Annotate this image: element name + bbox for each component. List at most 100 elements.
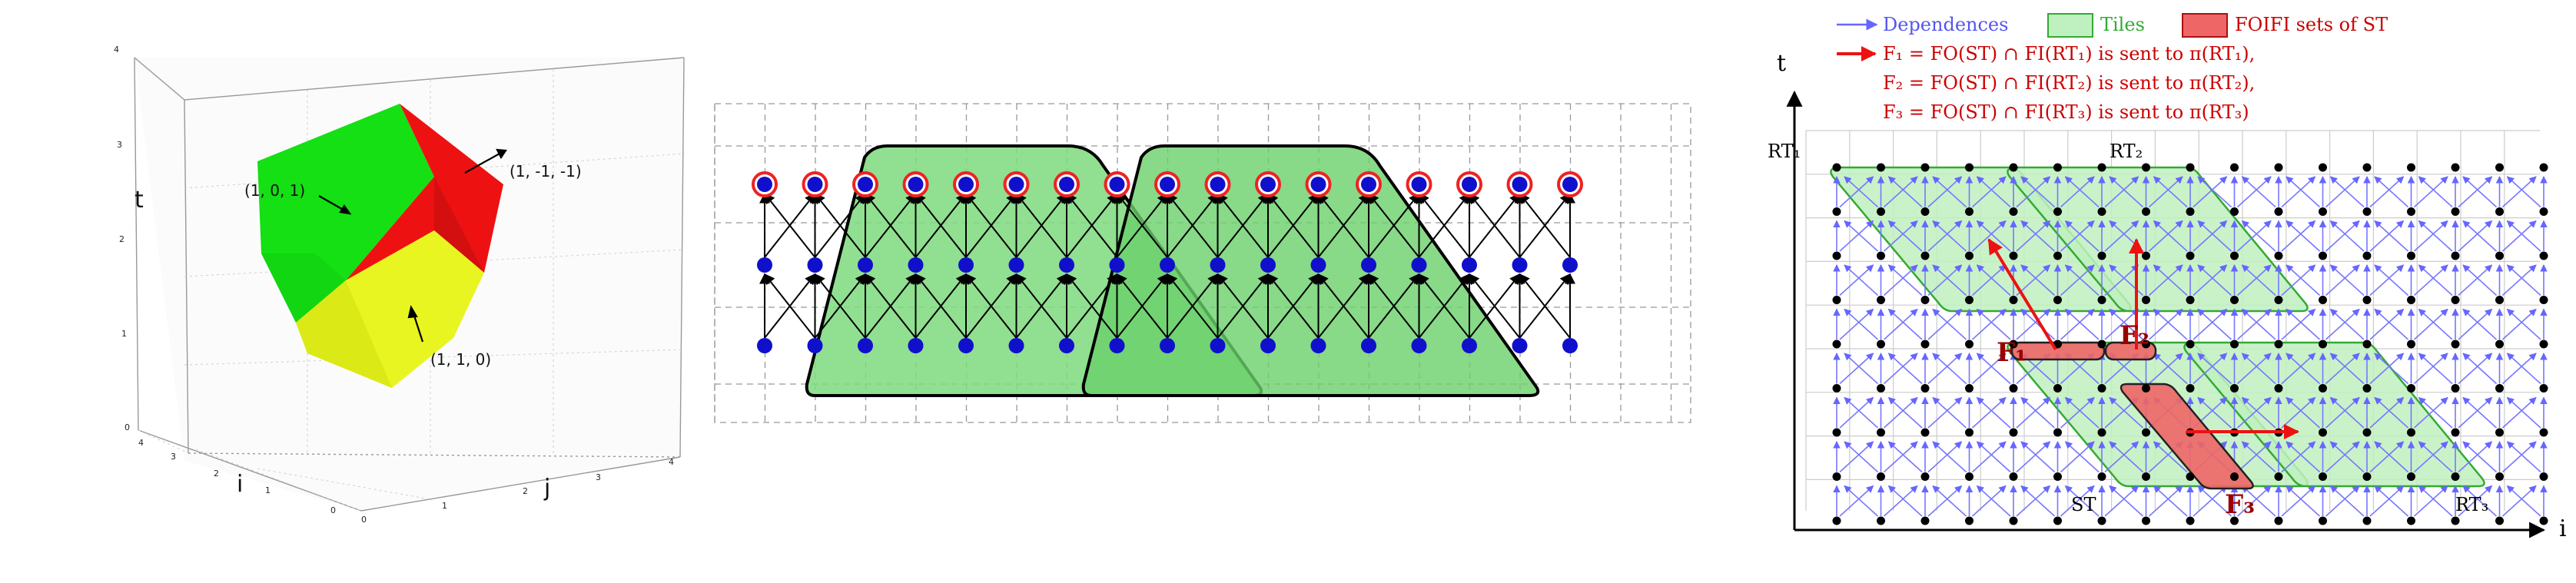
dependence-arrow (2148, 485, 2183, 517)
dependence-arrow (1976, 396, 2011, 429)
dependence-arrow (2281, 396, 2316, 429)
grid-nodes (752, 171, 1583, 353)
dependence-arrow (2501, 264, 2537, 296)
grid-node (1877, 516, 1885, 525)
dependence-arrow (2020, 264, 2056, 296)
dependence-arrow (2064, 264, 2100, 296)
dependence-arrow (1839, 176, 1874, 208)
grid-node (1160, 177, 1175, 192)
grid-node (1361, 338, 1376, 353)
dependence-arrow (2506, 176, 2541, 208)
grid-node (2495, 296, 2504, 304)
tiling-panel (707, 0, 1698, 580)
dependence-arrow (2458, 220, 2493, 252)
dependence-arrow (965, 273, 1017, 339)
dependence-arrow (2153, 176, 2188, 208)
legend-dependences: Dependences (1883, 14, 2008, 35)
dependence-arrow (2197, 176, 2232, 208)
grid-node (2053, 516, 2062, 525)
formula-line-2: F₂ = FO(ST) ∩ FI(RT₂) is sent to π(RT₂), (1883, 72, 2255, 94)
dependence-arrow (1927, 441, 1963, 473)
grid-node (1920, 296, 1930, 304)
grid-node (908, 177, 924, 192)
t-tick-0: 0 (124, 422, 130, 432)
cube-plot: 4 3 2 1 0 4 3 2 1 0 0 1 2 3 4 t i j (1, … (114, 45, 685, 525)
grid-node (807, 177, 823, 192)
dependence-arrow (2325, 485, 2360, 517)
dependence-arrow (2241, 176, 2276, 208)
grid-node (1965, 296, 1973, 304)
dependence-arrow (2153, 485, 2188, 517)
grid-node (1260, 177, 1276, 192)
dependence-arrow (2241, 220, 2276, 252)
legend-tiles: Tiles (2100, 14, 2145, 35)
grid-node (1965, 163, 1973, 172)
dependence-arrow (2064, 485, 2100, 517)
grid-node (2319, 251, 2327, 260)
grid-node (1965, 384, 1973, 393)
i-tick-1: 1 (265, 485, 271, 495)
dependence-arrow (2064, 441, 2100, 473)
i-tick-0: 0 (330, 505, 336, 515)
grid-node (1920, 251, 1930, 260)
grid-node (2009, 251, 2018, 260)
dependence-arrow (2016, 441, 2051, 473)
grid-node (2230, 340, 2239, 349)
dependence-arrow (2413, 485, 2448, 517)
dependence-arrow (2286, 353, 2321, 385)
dependence-arrow (1971, 396, 2007, 429)
cube-face-yellow-shade (296, 280, 392, 388)
dependence-arrow (814, 273, 866, 339)
dependence-arrows (759, 192, 1575, 339)
grid-node (2407, 163, 2415, 172)
grid-node (807, 257, 823, 273)
dependence-arrow (1971, 176, 2007, 208)
grid-node (1059, 177, 1074, 192)
dependence-arrow (1519, 273, 1571, 339)
grid-node (1008, 257, 1024, 273)
dependence-arrow (2197, 485, 2232, 517)
grid-node (1210, 338, 1226, 353)
dependence-arrow (2501, 441, 2537, 473)
dependence-arrow (2458, 176, 2493, 208)
dependence-arrow (1469, 273, 1521, 339)
grid-node (2362, 251, 2372, 260)
dependence-arrow (2193, 264, 2228, 296)
dependence-arrow (2501, 176, 2537, 208)
grid-node (2142, 516, 2150, 525)
grid-node (2097, 428, 2106, 437)
dependence-arrow (1519, 192, 1571, 258)
grid-node (2230, 207, 2239, 216)
dependence-arrow (2501, 353, 2537, 385)
grid-node (1965, 251, 1973, 260)
grid-node (1920, 516, 1930, 525)
dependence-arrow (2462, 308, 2498, 340)
dependence-arrow (2374, 264, 2409, 296)
dependence-arrow (1932, 353, 1967, 385)
dependence-arrow (2506, 353, 2541, 385)
cube-face-green-shade (261, 253, 346, 323)
label-f3: F₃ (2225, 489, 2255, 520)
grid-node (2362, 163, 2372, 172)
dependence-arrow (2462, 441, 2498, 473)
dependence-arrow (1883, 396, 1918, 429)
grid-node (2495, 163, 2504, 172)
dependence-arrow (2153, 264, 2188, 296)
grid-node (2539, 428, 2548, 437)
grid-node (1109, 257, 1125, 273)
grid-node (2495, 428, 2504, 437)
dependence-arrow (2286, 308, 2321, 340)
dependence-arrow (1015, 273, 1067, 339)
i-tick-3: 3 (171, 452, 176, 462)
dependence-arrow (2281, 441, 2316, 473)
grid-node (2009, 516, 2018, 525)
grid-node (1008, 338, 1024, 353)
grid-node (1832, 516, 1841, 525)
dependence-arrow (2197, 353, 2232, 385)
dependence-arrow (2020, 441, 2056, 473)
dependence-arrow (2016, 485, 2051, 517)
dependence-arrow (2369, 220, 2405, 252)
grid-node (2009, 384, 2018, 393)
grid-node (958, 257, 974, 273)
grid-node (2142, 428, 2150, 437)
